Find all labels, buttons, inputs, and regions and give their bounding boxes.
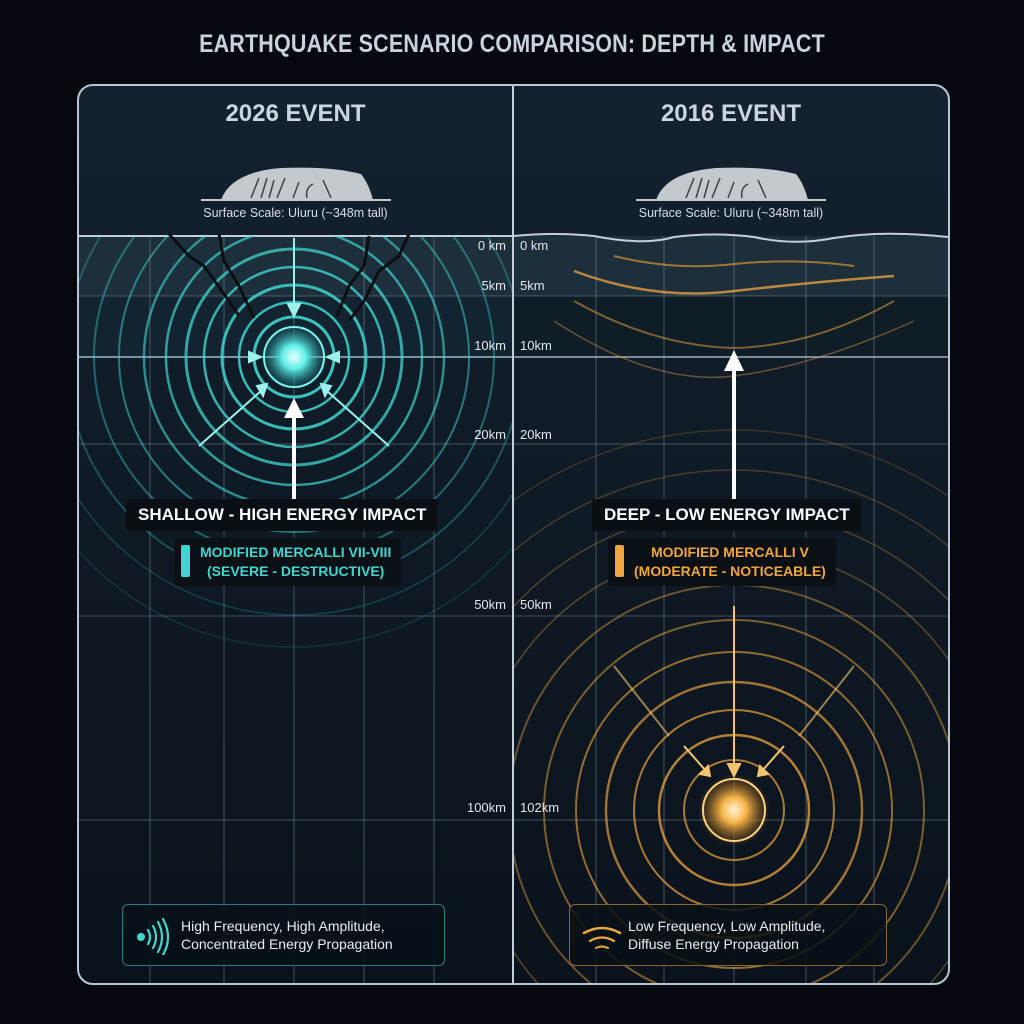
shallow-quake-illustration	[79, 232, 512, 983]
depth-label-5km: 5km	[520, 278, 545, 293]
intensity-badge: MODIFIED MERCALLI VII-VIII (SEVERE - DES…	[174, 538, 402, 586]
depth-label-0km: 0 km	[520, 238, 549, 253]
impact-label: SHALLOW - HIGH ENERGY IMPACT	[126, 499, 439, 531]
depth-label-20km: 20km	[474, 427, 506, 442]
panel-divider	[512, 86, 514, 983]
hypocenter-marker	[260, 323, 328, 391]
legend-line-1: High Frequency, High Amplitude,	[181, 918, 385, 934]
uluru-icon	[636, 167, 826, 201]
intensity-scale: MODIFIED MERCALLI V	[650, 544, 809, 560]
comparison-frame: 2026 EVENT Surface Scale: Uluru (~348m t…	[77, 84, 950, 985]
depth-label-10km: 10km	[474, 338, 506, 353]
intensity-description: (SEVERE - DESTRUCTIVE)	[206, 563, 385, 579]
depth-label-0km: 0 km	[477, 238, 506, 253]
panel-2026-event: 2026 EVENT Surface Scale: Uluru (~348m t…	[79, 86, 512, 983]
event-title: 2016 EVENT	[660, 100, 802, 127]
intensity-color-bar	[181, 545, 190, 577]
intensity-description: (MODERATE - NOTICEABLE)	[634, 563, 826, 579]
surface-scale-label: Surface Scale: Uluru (~348m tall)	[203, 206, 388, 220]
intensity-color-bar	[615, 545, 624, 577]
hypocenter-marker	[698, 774, 770, 846]
impact-label: DEEP - LOW ENERGY IMPACT	[592, 499, 862, 531]
propagation-legend: High Frequency, High Amplitude, Concentr…	[122, 904, 445, 966]
depth-label-50km: 50km	[474, 597, 506, 612]
surface-scale-label: Surface Scale: Uluru (~348m tall)	[638, 206, 824, 220]
intensity-scale: MODIFIED MERCALLI VII-VIII	[200, 544, 392, 560]
legend-line-2: Diffuse Energy Propagation	[628, 936, 799, 952]
propagation-legend: Low Frequency, Low Amplitude, Diffuse En…	[569, 904, 887, 966]
diffuse-wave-icon	[582, 926, 622, 949]
depth-label-100km: 100km	[466, 800, 506, 815]
uluru-icon	[200, 167, 391, 201]
depth-label-102km: 102km	[520, 800, 560, 815]
depth-label-20km: 20km	[520, 427, 552, 442]
depth-label-5km: 5km	[481, 278, 506, 293]
panel-2016-event: 2016 EVENT Surface Scale: Uluru (~348m t…	[514, 86, 948, 983]
radiating-signal-icon	[137, 917, 170, 955]
deep-quake-illustration	[514, 232, 948, 983]
depth-label-10km: 10km	[520, 338, 552, 353]
event-title: 2026 EVENT	[225, 100, 366, 127]
depth-label-50km: 50km	[520, 597, 552, 612]
legend-line-1: Low Frequency, Low Amplitude,	[628, 918, 826, 934]
intensity-badge: MODIFIED MERCALLI V (MODERATE - NOTICEAB…	[608, 538, 836, 586]
legend-line-2: Concentrated Energy Propagation	[181, 936, 393, 952]
page-title: EARTHQUAKE SCENARIO COMPARISON: DEPTH & …	[199, 30, 825, 58]
